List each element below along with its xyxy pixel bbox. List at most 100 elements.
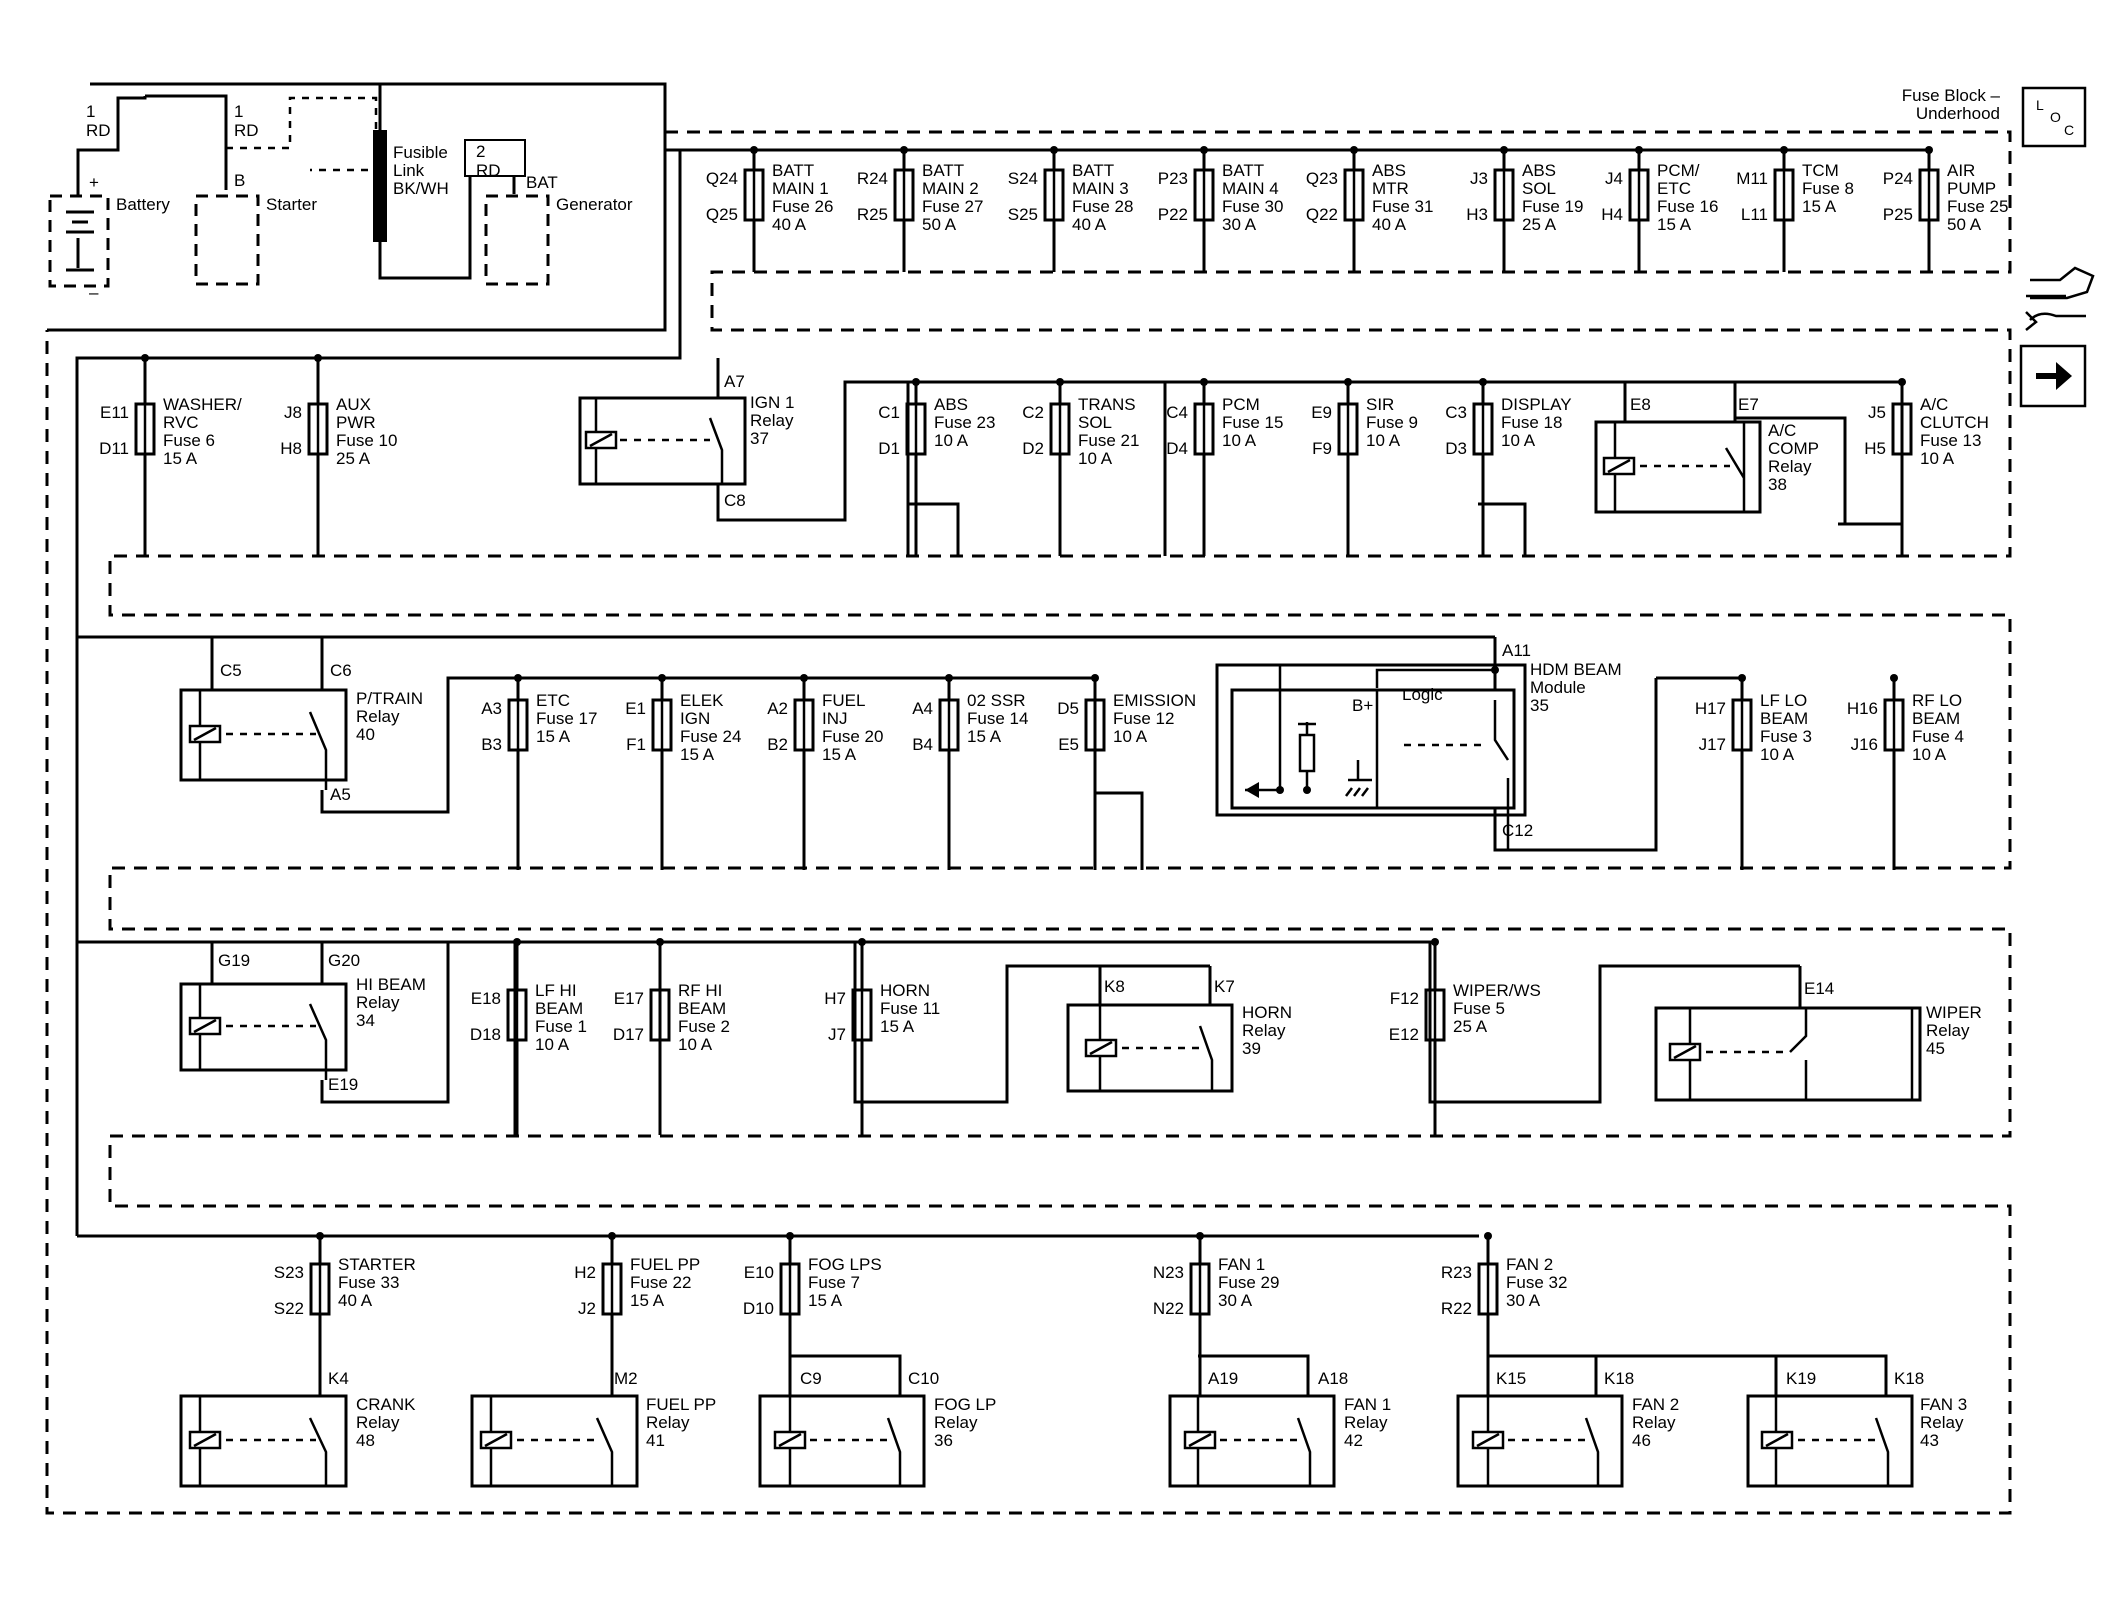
fuse-name-2: Fuse 8 bbox=[1802, 179, 1854, 198]
fan2-l2: Relay bbox=[1632, 1413, 1676, 1432]
ac-comp-l4: 38 bbox=[1768, 475, 1787, 494]
loc-icon[interactable]: L O C bbox=[2021, 86, 2087, 148]
battery-plus: + bbox=[89, 173, 99, 192]
fuelpp-l3: 41 bbox=[646, 1431, 665, 1450]
fuse-number: Fuse 31 bbox=[1372, 197, 1433, 216]
fuse-number: 15 A bbox=[1802, 197, 1837, 216]
fuse-pin-top: J8 bbox=[284, 403, 302, 422]
fuse-name-2: BEAM bbox=[1912, 709, 1960, 728]
fuse-pin-top: D5 bbox=[1057, 699, 1079, 718]
foglp-relay: C9 C10 FOG LP Relay 36 bbox=[758, 1354, 996, 1488]
fuse-pin-top: S24 bbox=[1008, 169, 1038, 188]
fuse-name-2: Fuse 29 bbox=[1218, 1273, 1279, 1292]
fuse-name-2: PUMP bbox=[1947, 179, 1996, 198]
row4-wiring bbox=[210, 940, 1800, 1135]
fuse-name-2: Fuse 33 bbox=[338, 1273, 399, 1292]
fuse-pin-bottom: H4 bbox=[1601, 205, 1623, 224]
fuse-number: 10 A bbox=[1366, 431, 1401, 450]
ign1-l3: 37 bbox=[750, 429, 769, 448]
hibeam-l3: 34 bbox=[356, 1011, 375, 1030]
fuse-name-2: Fuse 7 bbox=[808, 1273, 860, 1292]
fuse-pin-top: E9 bbox=[1311, 403, 1332, 422]
ign1-l1: IGN 1 bbox=[750, 393, 794, 412]
fan1-relay: A19 A18 FAN 1 Relay 42 bbox=[1168, 1354, 1391, 1488]
ac-comp-l3: Relay bbox=[1768, 457, 1812, 476]
foglp-pin-a: C9 bbox=[800, 1369, 822, 1388]
fuse-number: Fuse 28 bbox=[1072, 197, 1133, 216]
fuse-name-2: Fuse 32 bbox=[1506, 1273, 1567, 1292]
busbars bbox=[75, 84, 1930, 1238]
fuelpp-pin: M2 bbox=[614, 1369, 638, 1388]
hdm-bplus: B+ bbox=[1352, 696, 1373, 715]
fuse-name-2: CLUTCH bbox=[1920, 413, 1989, 432]
fuelpp-l2: Relay bbox=[646, 1413, 690, 1432]
fuse-name-2: MAIN 3 bbox=[1072, 179, 1129, 198]
fuse-block-subtitle: Underhood bbox=[1916, 104, 2000, 123]
fuse-amps: 50 A bbox=[922, 215, 957, 234]
fuse-pin-top: C4 bbox=[1166, 403, 1188, 422]
fuse-pin-bottom: D3 bbox=[1445, 439, 1467, 458]
fuse-name-2: Fuse 5 bbox=[1453, 999, 1505, 1018]
wiper-pin-a: E14 bbox=[1804, 979, 1834, 998]
ptrain-l3: 40 bbox=[356, 725, 375, 744]
starter-label: Starter bbox=[266, 195, 317, 214]
hdm-pin-in: A11 bbox=[1502, 641, 1531, 660]
fuse-number: 25 A bbox=[1453, 1017, 1488, 1036]
foglp-l3: 36 bbox=[934, 1431, 953, 1450]
fuse-number: Fuse 21 bbox=[1078, 431, 1139, 450]
fuse-number: 15 A bbox=[967, 727, 1002, 746]
fuse-name-2: PWR bbox=[336, 413, 376, 432]
fuse-name-2: Fuse 15 bbox=[1222, 413, 1283, 432]
fuse-name-1: LF LO bbox=[1760, 691, 1807, 710]
fusible-link-line3: BK/WH bbox=[393, 179, 449, 198]
fuelpp-relay: M2 FUEL PP Relay 41 bbox=[470, 1369, 716, 1488]
fuse-amps: 10 A bbox=[535, 1035, 570, 1054]
fuse-pin-bottom: D4 bbox=[1166, 439, 1188, 458]
fuse-pin-bottom: J17 bbox=[1699, 735, 1726, 754]
fuse-name-1: BATT bbox=[1072, 161, 1114, 180]
fuse-pin-top: H7 bbox=[824, 989, 846, 1008]
row3-wiring bbox=[210, 637, 1742, 870]
row2-wiring bbox=[716, 358, 1904, 556]
battery-wire-num: 1 bbox=[86, 102, 95, 121]
fuse-pin-bottom: D1 bbox=[878, 439, 900, 458]
loc-icon-l: L bbox=[2036, 97, 2044, 113]
fuse-name-1: FUEL bbox=[822, 691, 865, 710]
generator-wire-color: RD bbox=[476, 161, 501, 180]
fuse-pin-bottom: H8 bbox=[280, 439, 302, 458]
fan2-l1: FAN 2 bbox=[1632, 1395, 1679, 1414]
fuse-number: 30 A bbox=[1506, 1291, 1541, 1310]
battery-wire-color: RD bbox=[86, 121, 111, 140]
fuse-pin-top: C2 bbox=[1022, 403, 1044, 422]
ign1-pin-out: C8 bbox=[724, 491, 746, 510]
fuse-pin-bottom: R22 bbox=[1441, 1299, 1472, 1318]
fuse-pin-bottom: E12 bbox=[1389, 1025, 1419, 1044]
next-arrow-icon[interactable] bbox=[2019, 344, 2087, 408]
fuse-name-2: SOL bbox=[1522, 179, 1556, 198]
fuse-name-2: Fuse 11 bbox=[880, 999, 940, 1018]
fuse-amps: 10 A bbox=[1760, 745, 1795, 764]
fuse-name-1: SIR bbox=[1366, 395, 1394, 414]
fuse-pin-bottom: B3 bbox=[481, 735, 502, 754]
foglp-l2: Relay bbox=[934, 1413, 978, 1432]
fuse-pin-bottom: S22 bbox=[274, 1299, 304, 1318]
fuse-name-1: AUX bbox=[336, 395, 371, 414]
fuse-name-2: BEAM bbox=[535, 999, 583, 1018]
fuse-name-2: Fuse 9 bbox=[1366, 413, 1418, 432]
fuse-pin-top: E18 bbox=[471, 989, 501, 1008]
connector-icon[interactable] bbox=[2025, 266, 2095, 331]
fuse-pin-top: Q23 bbox=[1306, 169, 1338, 188]
fuse-pin-bottom: P25 bbox=[1883, 205, 1913, 224]
fan3-relay: K19 K18 FAN 3 Relay 43 bbox=[1746, 1356, 1967, 1488]
fuse-number: Fuse 3 bbox=[1760, 727, 1812, 746]
fuse-number: Fuse 27 bbox=[922, 197, 983, 216]
